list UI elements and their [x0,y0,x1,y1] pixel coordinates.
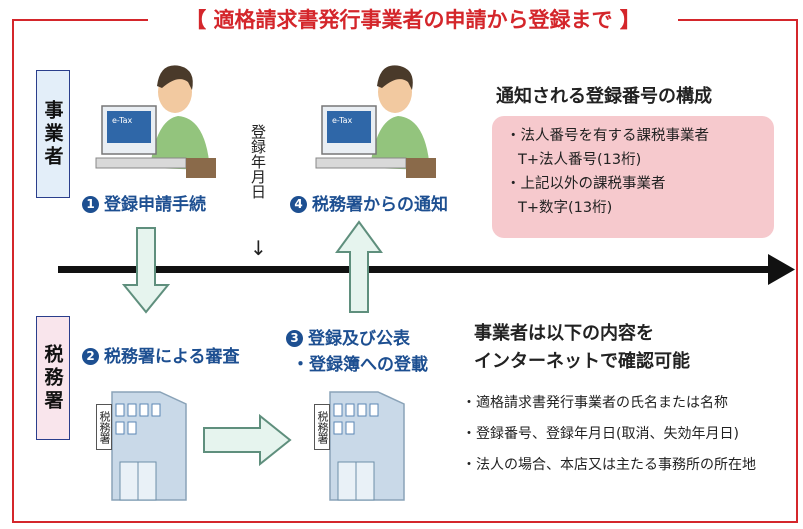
step-number: 1 [82,196,99,213]
internet-check-list: ・適格請求書発行事業者の氏名または名称 ・登録番号、登録年月日(取消、失効年月日… [462,388,756,481]
number-structure-box: ・法人番号を有する課税事業者 T+法人番号(13桁) ・上記以外の課税事業者 T… [492,116,774,238]
building-sign: 税務署 [96,404,112,450]
side-label-tax-office: 税務署 [36,316,70,440]
step-number: 3 [286,330,303,347]
step-number: 4 [290,196,307,213]
timeline-arrow [58,254,795,285]
person-at-pc-icon [315,65,436,178]
list-item: ・法人の場合、本店又は主たる事務所の所在地 [462,457,756,473]
up-arrow-icon [335,220,383,313]
pc-screen-label: e-Tax [332,116,353,125]
step-number: 2 [82,348,99,365]
pc-screen-label: e-Tax [112,116,133,125]
number-structure-heading: 通知される登録番号の構成 [496,86,712,107]
side-label-business: 事業者 [36,70,70,198]
internet-check-heading: 事業者は以下の内容を インターネットで確認可能 [474,323,690,372]
list-item: ・適格請求書発行事業者の氏名または名称 [462,395,728,411]
person-at-pc-icon [95,65,216,178]
registration-date-label: 登録年月日 [249,124,267,199]
tax-office-building-icon [329,391,405,501]
diagram-title: 【 適格請求書発行事業者の申請から登録まで 】 [185,8,641,32]
tax-office-building-icon [111,391,187,501]
registration-date-arrow: ↓ [250,236,267,260]
list-item: ・登録番号、登録年月日(取消、失効年月日) [462,426,739,442]
building-sign: 税務署 [314,404,330,450]
down-arrow-icon [121,227,171,314]
title-background [148,6,678,34]
right-arrow-icon [203,413,292,467]
